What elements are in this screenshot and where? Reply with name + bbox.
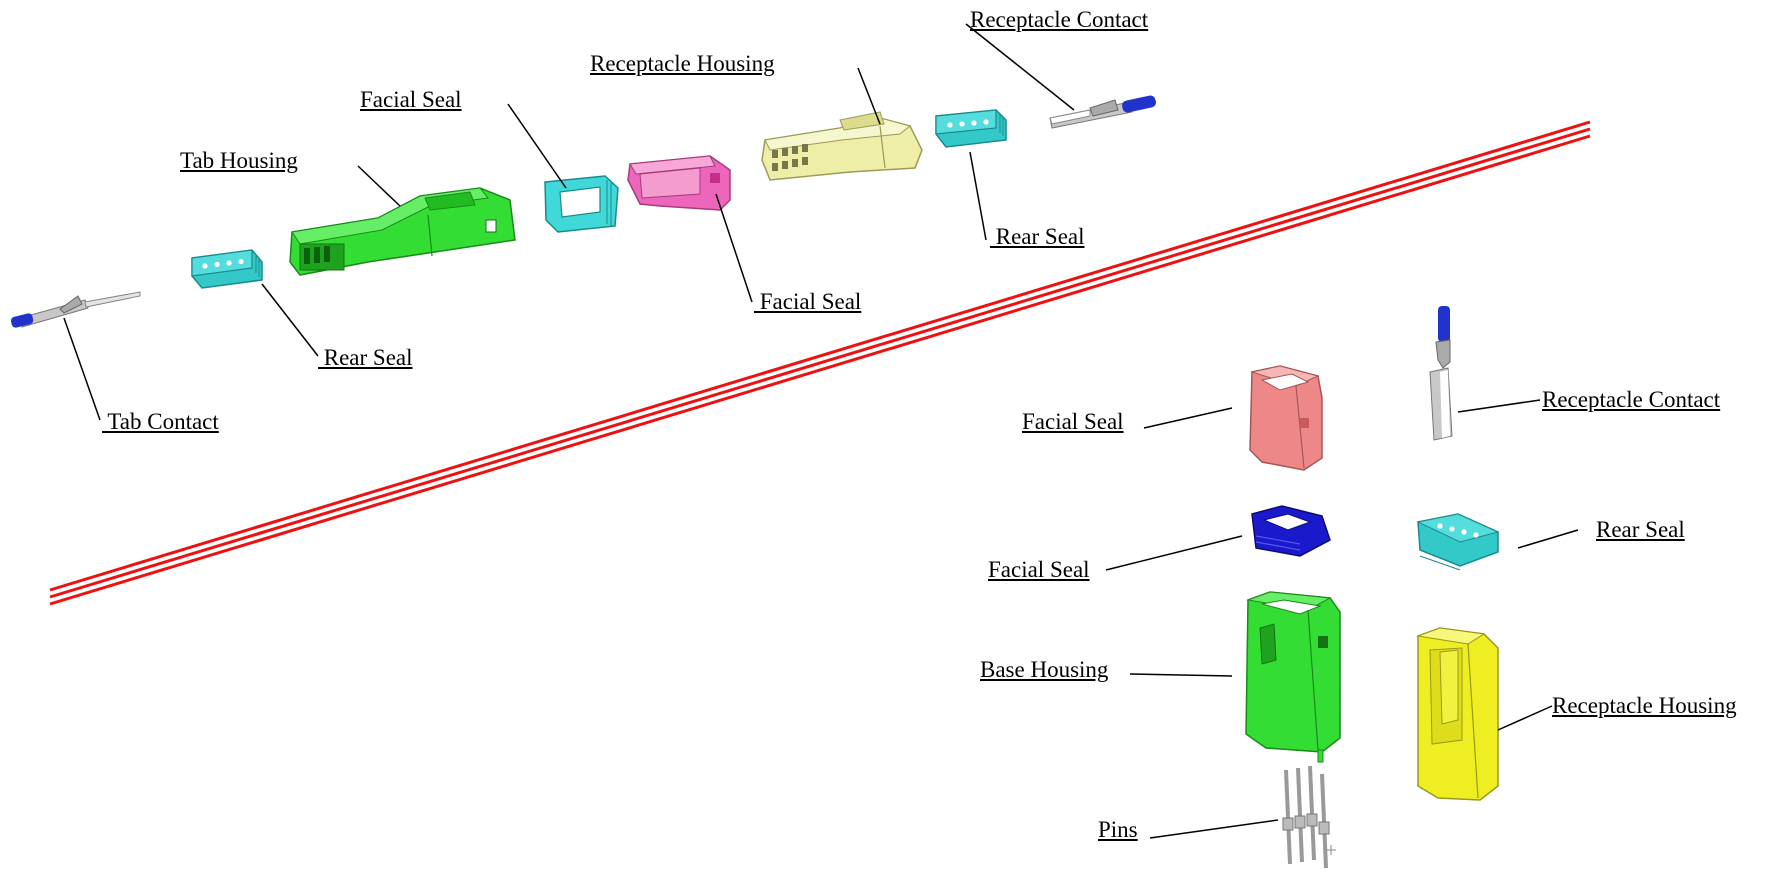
leader-top-facial-seal-a (507, 103, 567, 189)
top-facial-seal-magenta-part (627, 155, 731, 211)
label-bottom-base-housing: Base Housing (980, 657, 1109, 682)
bottom-pins-part (1282, 765, 1336, 869)
leader-top-tab-housing (357, 165, 401, 207)
label-bottom-facial-seal-pink: Facial Seal (1022, 409, 1124, 434)
label-top-tab-contact: Tab Contact (102, 409, 219, 434)
bottom-receptacle-housing-part (1416, 627, 1499, 801)
top-receptacle-housing-part (761, 111, 923, 181)
leader-bottom-receptacle-contact (1457, 399, 1541, 413)
leader-top-tab-contact (63, 317, 101, 421)
label-top-rear-seal-left: Rear Seal (318, 345, 413, 370)
leader-bottom-pins (1149, 819, 1279, 839)
leader-bottom-receptacle-housing (1497, 705, 1553, 731)
label-bottom-receptacle-contact: Receptacle Contact (1542, 387, 1721, 412)
divider-line (49, 120, 1591, 606)
label-top-tab-housing: Tab Housing (180, 148, 298, 173)
label-top-facial-seal-a: Facial Seal (360, 87, 462, 112)
leader-bottom-base-housing (1129, 673, 1233, 677)
leader-bottom-facial-seal-pink (1143, 407, 1233, 429)
leader-top-rear-seal-right (969, 151, 987, 241)
bottom-receptacle-contact-part (1429, 306, 1453, 441)
top-rear-seal-right-part (935, 109, 1007, 148)
label-bottom-pins: Pins (1098, 817, 1138, 842)
label-top-receptacle-housing: Receptacle Housing (590, 51, 775, 76)
leader-top-rear-seal-left (261, 283, 319, 357)
label-top-facial-seal-b: Facial Seal (754, 289, 862, 314)
top-tab-contact-part (10, 291, 141, 328)
top-receptacle-contact-part (1049, 95, 1156, 129)
leader-top-receptacle-contact (965, 23, 1075, 111)
leader-top-facial-seal-b (715, 193, 753, 303)
bottom-facial-seal-pink-part (1249, 365, 1323, 471)
label-bottom-rear-seal: Rear Seal (1596, 517, 1685, 542)
top-rear-seal-left-part (191, 249, 263, 289)
leader-lines (63, 23, 1579, 839)
label-top-receptacle-contact: Receptacle Contact (970, 7, 1149, 32)
label-bottom-facial-seal-blue: Facial Seal (988, 557, 1090, 582)
leader-bottom-rear-seal (1517, 529, 1579, 549)
top-tab-housing-part (289, 187, 516, 276)
leader-top-receptacle-housing (857, 67, 881, 125)
leader-bottom-facial-seal-blue (1105, 535, 1243, 571)
bottom-base-housing-part (1245, 591, 1341, 763)
top-facial-seal-cyan-part (544, 175, 619, 233)
bottom-facial-seal-blue-part (1251, 505, 1331, 557)
bottom-rear-seal-part (1416, 513, 1500, 571)
label-bottom-receptacle-housing: Receptacle Housing (1552, 693, 1737, 718)
label-top-rear-seal-right: Rear Seal (990, 224, 1085, 249)
